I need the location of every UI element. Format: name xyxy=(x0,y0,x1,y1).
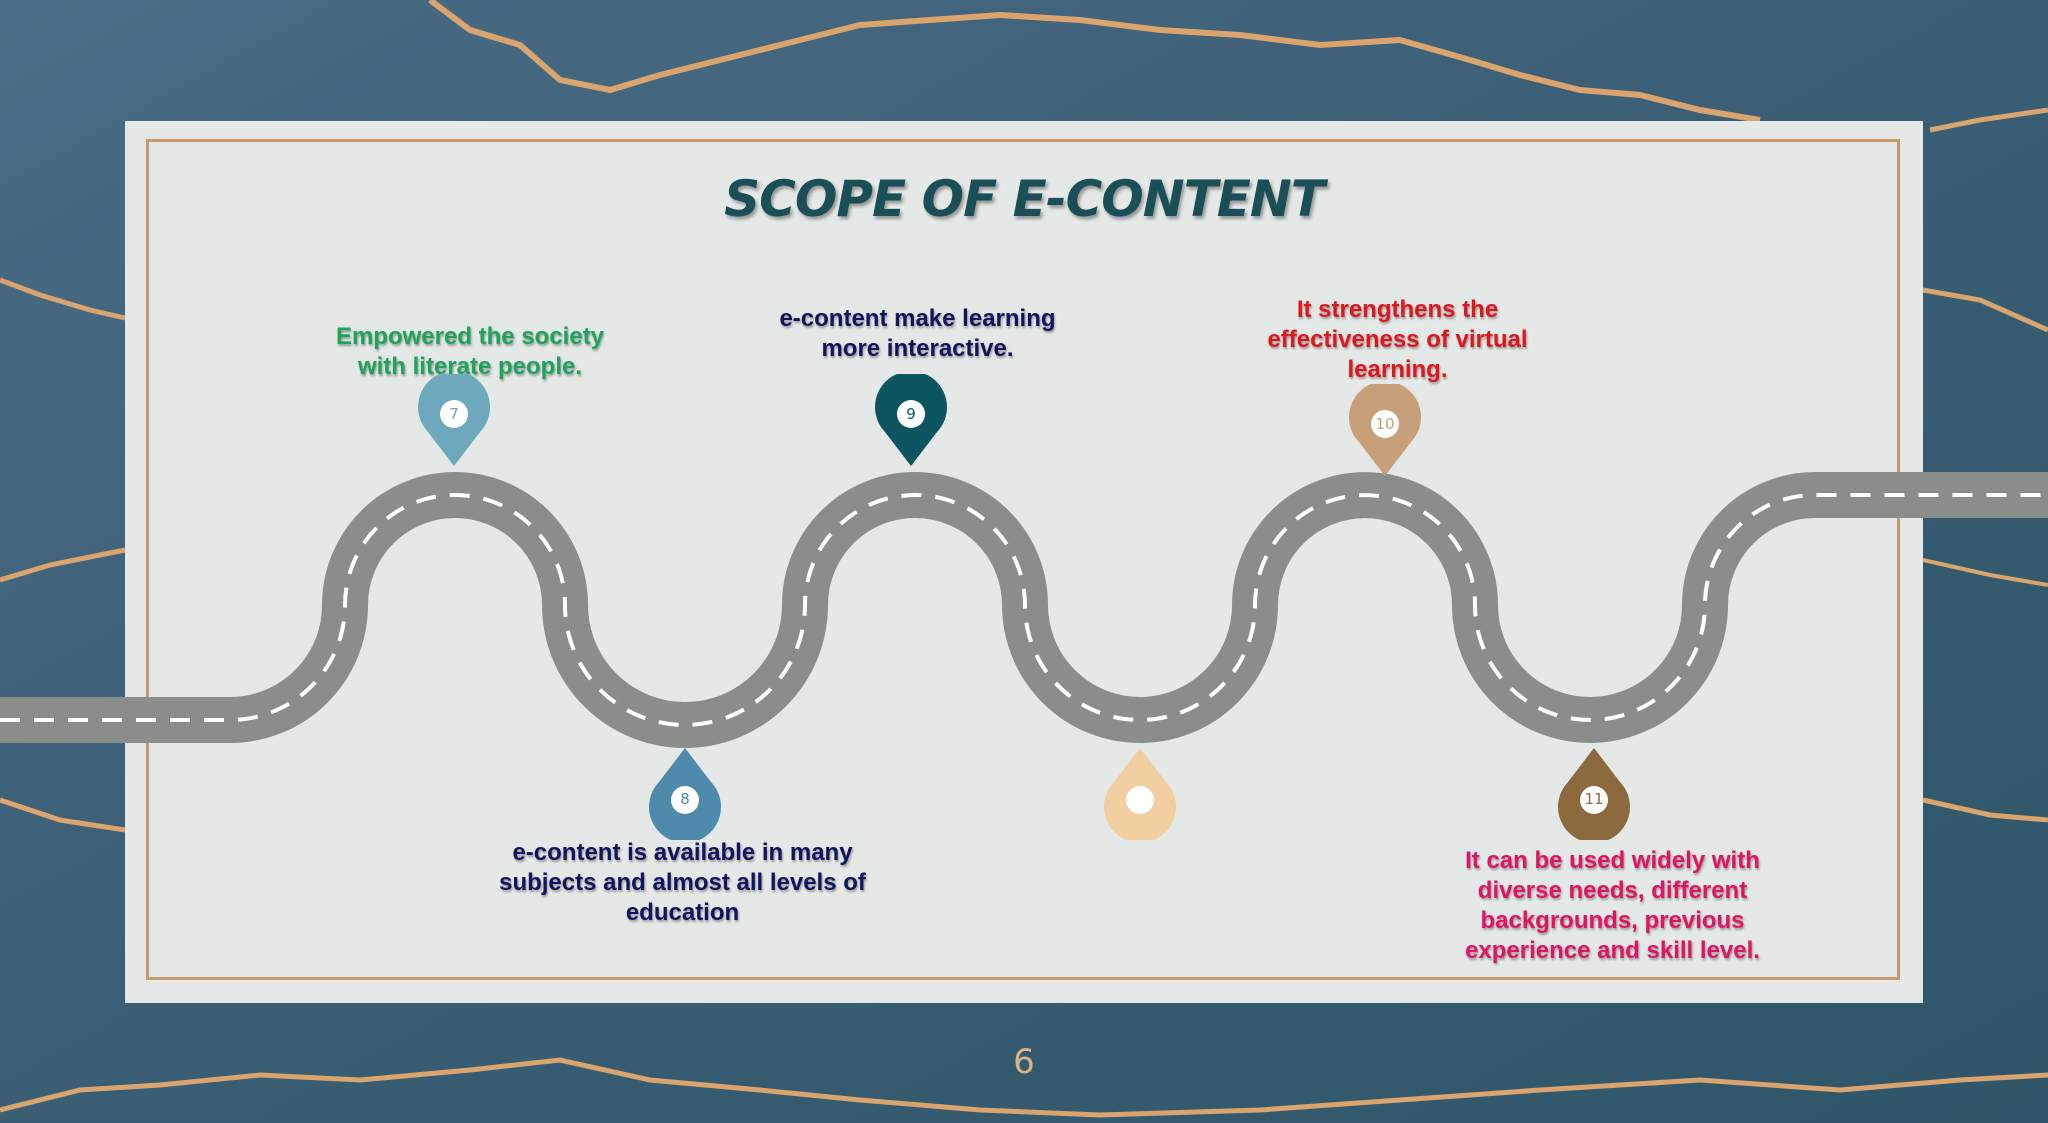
milestone-7-text: Empowered the society with literate peop… xyxy=(335,323,605,380)
milestone-8-text: e-content is available in many subjects … xyxy=(499,839,866,926)
gold-frame xyxy=(146,139,1900,980)
map-pin-icon xyxy=(875,374,947,466)
milestone-9-number: 9 xyxy=(906,405,916,423)
milestone-10-pin[interactable]: 10 xyxy=(1347,384,1423,478)
milestone-blank-pin[interactable] xyxy=(1102,746,1178,840)
milestone-11-pin[interactable]: 11 xyxy=(1556,746,1632,840)
map-pin-icon xyxy=(1558,748,1630,840)
slide-title: SCOPE OF E-CONTENT xyxy=(724,170,1325,228)
milestone-9-pin[interactable]: 9 xyxy=(873,374,949,468)
milestone-10-number: 10 xyxy=(1375,415,1395,433)
milestone-10-text: It strengthens the effectiveness of virt… xyxy=(1267,296,1528,383)
milestone-11-text: It can be used widely with diverse needs… xyxy=(1465,847,1760,964)
milestone-8-number: 8 xyxy=(680,790,690,808)
milestone-9-text: e-content make learning more interactive… xyxy=(779,305,1056,362)
milestone-7-pin[interactable]: 7 xyxy=(416,374,492,468)
milestone-11-number: 11 xyxy=(1584,790,1604,808)
map-pin-icon xyxy=(418,374,490,466)
page-number: 6 xyxy=(1013,1042,1035,1082)
map-pin-icon xyxy=(1349,384,1421,476)
milestone-7-number: 7 xyxy=(449,405,459,423)
milestone-8-pin[interactable]: 8 xyxy=(647,746,723,840)
map-pin-icon xyxy=(649,748,721,840)
map-pin-icon xyxy=(1104,748,1176,840)
